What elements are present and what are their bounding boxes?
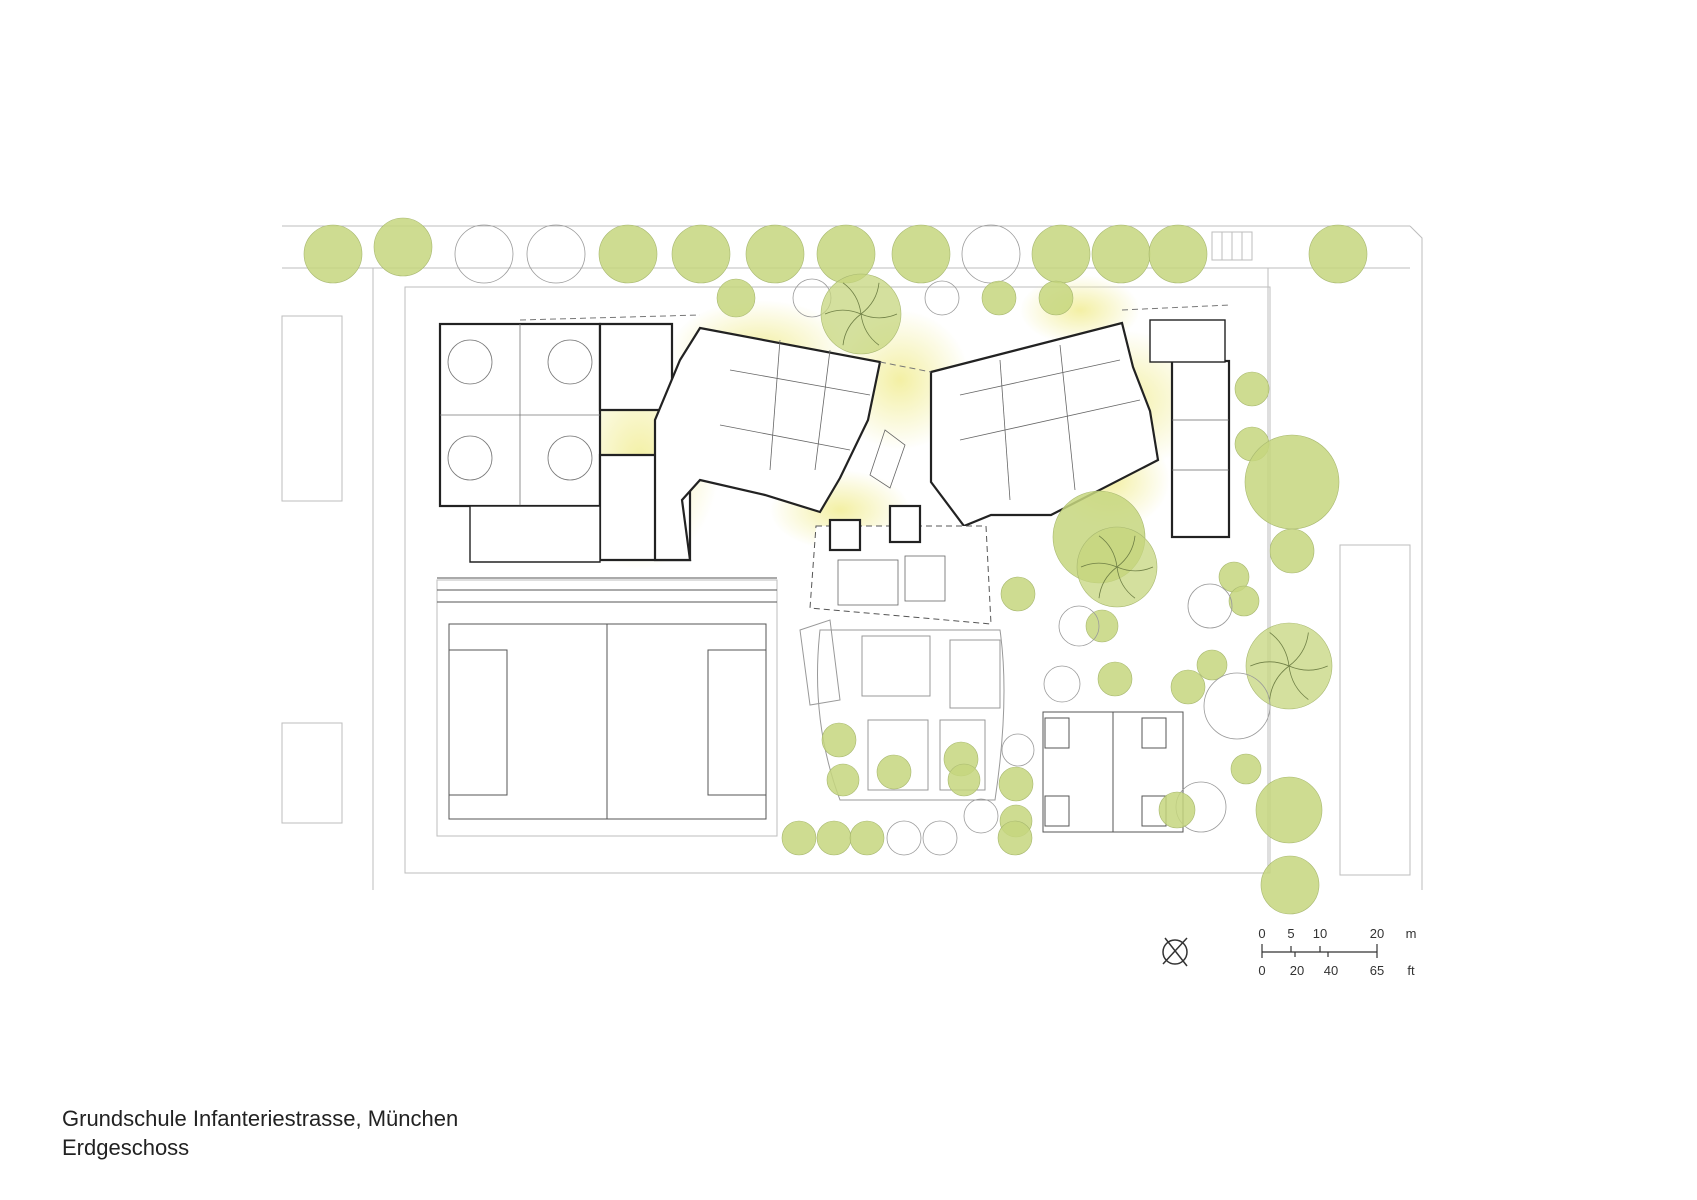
scale-unit-m: m xyxy=(1406,926,1417,941)
tree-icon xyxy=(1230,753,1262,785)
tree-icon xyxy=(1097,661,1133,697)
scale-label-m-10: 10 xyxy=(1313,926,1327,941)
tree-icon xyxy=(1091,224,1151,284)
tree-icon xyxy=(981,280,1017,316)
tree-branch xyxy=(1098,535,1118,568)
tree-icon xyxy=(745,224,805,284)
drawing-subtitle: Erdgeschoss xyxy=(62,1135,190,1160)
tree-branch xyxy=(860,313,898,319)
tree-icon xyxy=(886,820,922,856)
scale-label-m-20: 20 xyxy=(1370,926,1384,941)
site-context-lines xyxy=(281,225,1423,890)
tree-icon xyxy=(826,763,860,797)
tree-branch xyxy=(842,282,862,315)
tree-branch xyxy=(1250,661,1290,667)
tree-branch xyxy=(1116,566,1154,572)
tree-branch xyxy=(1269,632,1290,667)
tree-icon xyxy=(947,763,981,797)
tree-branch xyxy=(1098,566,1118,599)
tree-icon xyxy=(1255,776,1323,844)
tree-icon xyxy=(1308,224,1368,284)
tree-branch xyxy=(860,282,880,315)
school-buildings xyxy=(438,304,1231,625)
tree-icon xyxy=(373,217,433,277)
scale-label-ft-65: 65 xyxy=(1370,963,1384,978)
tree-icon xyxy=(1031,224,1091,284)
scale-label-ft-20: 20 xyxy=(1290,963,1304,978)
play-court xyxy=(1042,711,1184,833)
tree-icon xyxy=(454,224,514,284)
north-compass-icon xyxy=(1162,937,1188,967)
tree-icon xyxy=(997,820,1033,856)
scale-label-ft-0: 0 xyxy=(1258,963,1265,978)
tree-icon xyxy=(998,766,1034,802)
tree-icon xyxy=(1269,528,1315,574)
tree-icon xyxy=(961,224,1021,284)
scale-label-m-0: 0 xyxy=(1258,926,1265,941)
tree-icon xyxy=(1187,583,1233,629)
trees xyxy=(303,217,1368,915)
tree-icon xyxy=(781,820,817,856)
drawing-title: Grundschule Infanteriestrasse, München xyxy=(62,1106,459,1131)
tree-branch xyxy=(860,313,880,346)
tree-icon xyxy=(922,820,958,856)
tree-branch xyxy=(1288,665,1328,671)
tree-icon xyxy=(891,224,951,284)
east-block xyxy=(1170,359,1231,539)
tree-icon xyxy=(716,278,756,318)
tree-icon xyxy=(816,820,852,856)
tree-branch xyxy=(1116,566,1136,599)
tree-icon xyxy=(1203,672,1271,740)
tree-icon xyxy=(1170,669,1206,705)
tree-icon xyxy=(671,224,731,284)
tree-icon xyxy=(849,820,885,856)
tree-icon xyxy=(924,280,960,316)
tree-icon xyxy=(1085,609,1119,643)
tree-icon xyxy=(963,798,999,834)
tree-branch xyxy=(1080,562,1118,568)
tree-branch xyxy=(1288,632,1309,667)
tree-icon xyxy=(1244,434,1340,530)
tree-icon xyxy=(1038,280,1074,316)
tree-icon xyxy=(1234,371,1270,407)
tree-icon xyxy=(1148,224,1208,284)
tree-icon xyxy=(303,224,363,284)
tree-icon xyxy=(526,224,586,284)
tree-icon xyxy=(1001,733,1035,767)
tree-icon xyxy=(876,754,912,790)
scale-label-m-5: 5 xyxy=(1287,926,1294,941)
tree-icon xyxy=(1158,791,1196,829)
scale-label-ft-40: 40 xyxy=(1324,963,1338,978)
tree-branch xyxy=(842,313,862,346)
west-classroom-wing xyxy=(653,326,882,562)
tree-branch xyxy=(1116,535,1136,568)
tree-icon xyxy=(598,224,658,284)
tree-icon xyxy=(821,722,857,758)
drawing-caption: Grundschule Infanteriestrasse, München E… xyxy=(62,1104,458,1162)
tree-icon xyxy=(1228,585,1260,617)
tree-icon xyxy=(1260,855,1320,915)
scale-bar: 0 5 10 20 m 0 20 40 65 ft xyxy=(1258,926,1416,978)
tree-branch xyxy=(824,309,862,315)
tree-branch xyxy=(1269,665,1290,700)
tree-icon xyxy=(1058,605,1100,647)
tree-icon xyxy=(1000,576,1036,612)
tree-branch xyxy=(1288,665,1309,700)
scale-unit-ft: ft xyxy=(1407,963,1415,978)
tree-icon xyxy=(1196,649,1228,681)
east-classroom-wing xyxy=(929,321,1160,528)
tree-icon xyxy=(1043,665,1081,703)
sports-field xyxy=(437,577,777,820)
